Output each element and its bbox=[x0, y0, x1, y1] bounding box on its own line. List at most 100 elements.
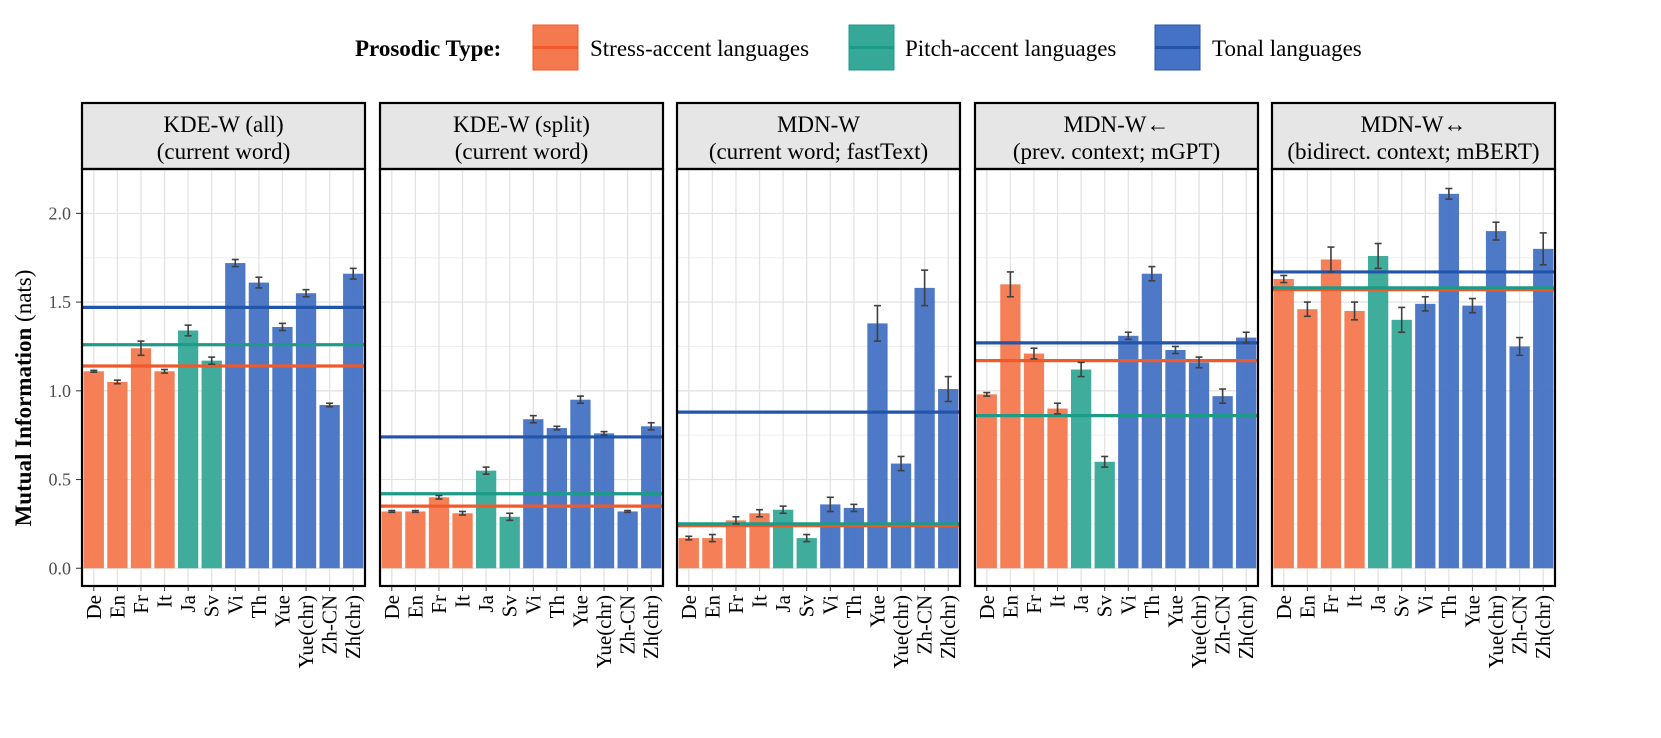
bar-yue bbox=[867, 323, 888, 569]
x-tick-label: Yue(chr) bbox=[889, 595, 913, 668]
x-tick-label: De bbox=[82, 595, 106, 620]
error-bar bbox=[576, 395, 584, 405]
error-bar bbox=[90, 369, 98, 373]
panel-border bbox=[80, 167, 367, 588]
error-bar bbox=[850, 503, 858, 513]
error-bar bbox=[1054, 402, 1062, 415]
x-tick-label: Zh(chr) bbox=[1531, 595, 1555, 659]
y-tick-label: 0.0 bbox=[49, 558, 72, 578]
error-bar bbox=[231, 258, 239, 268]
error-bar bbox=[255, 276, 263, 289]
bar-ja bbox=[1070, 369, 1092, 569]
bar-zh-cn bbox=[617, 511, 638, 569]
error-bar bbox=[529, 414, 537, 424]
x-tick-label: Sv bbox=[200, 595, 224, 618]
x-tick-label: Th bbox=[247, 595, 271, 619]
legend-label-tonal: Tonal languages bbox=[1212, 36, 1362, 61]
bar-vi bbox=[225, 263, 246, 569]
x-tick-label: Yue bbox=[1163, 595, 1187, 628]
error-bar bbox=[208, 356, 216, 365]
bar-fr bbox=[130, 348, 152, 569]
x-tick-label: En bbox=[1295, 595, 1319, 619]
x-tick-label: En bbox=[105, 595, 129, 619]
error-bar bbox=[1516, 336, 1524, 357]
bar-th bbox=[546, 428, 568, 569]
bar-en bbox=[107, 381, 128, 569]
bar-zh-cn bbox=[914, 287, 935, 569]
error-bar bbox=[302, 288, 310, 298]
x-tick-label: Fr bbox=[427, 595, 451, 614]
bar-it bbox=[452, 513, 473, 569]
error-bar bbox=[553, 425, 561, 431]
error-bar bbox=[1195, 356, 1203, 369]
error-bar bbox=[161, 368, 169, 374]
bar-yue-chr- bbox=[295, 293, 317, 569]
error-bar bbox=[732, 515, 740, 525]
x-tick-label: Yue(chr) bbox=[1187, 595, 1211, 668]
panel-title-line2: (prev. context; mGPT) bbox=[1013, 139, 1220, 164]
bar-ja bbox=[177, 330, 199, 569]
panel-title-line2: (bidirect. context; mBERT) bbox=[1287, 139, 1539, 164]
error-bar bbox=[1351, 301, 1359, 321]
bar-en bbox=[1000, 284, 1021, 569]
legend-title: Prosodic Type: bbox=[355, 36, 501, 61]
error-bar bbox=[1171, 345, 1179, 355]
bar-vi bbox=[820, 504, 841, 569]
x-tick-label: Zh-CN bbox=[318, 595, 342, 655]
x-tick-label: Yue bbox=[1460, 595, 1484, 628]
error-bar bbox=[756, 508, 764, 518]
error-bar bbox=[600, 430, 608, 436]
x-tick-label: Vi bbox=[521, 595, 545, 615]
error-bar bbox=[1468, 297, 1476, 314]
bar-vi bbox=[1118, 335, 1139, 569]
x-tick-label: It bbox=[1343, 595, 1367, 608]
x-tick-label: Th bbox=[1140, 595, 1164, 619]
error-bar bbox=[624, 509, 632, 514]
error-bar bbox=[184, 324, 192, 337]
bar-zh-cn bbox=[1212, 396, 1233, 569]
x-tick-label: Fr bbox=[724, 595, 748, 614]
bar-th bbox=[843, 507, 865, 569]
bar-sv bbox=[1391, 319, 1412, 569]
panel-border bbox=[1270, 167, 1557, 588]
x-tick-label: Zh(chr) bbox=[1234, 595, 1258, 659]
x-tick-label: Ja bbox=[1069, 594, 1093, 612]
x-tick-label: Zh-CN bbox=[913, 595, 937, 655]
x-tick-label: Sv bbox=[1390, 595, 1414, 618]
y-tick-label: 0.5 bbox=[49, 470, 72, 490]
error-bar bbox=[1492, 221, 1500, 241]
panel-strip bbox=[378, 101, 665, 171]
error-bar bbox=[873, 304, 881, 342]
y-axis-title-unit: (nats) bbox=[11, 270, 36, 328]
error-bar bbox=[388, 509, 396, 514]
x-tick-label: Fr bbox=[1319, 595, 1343, 614]
legend: Prosodic Type: Stress-accent languages P… bbox=[355, 24, 1362, 71]
bar-it bbox=[154, 371, 175, 569]
error-bar bbox=[897, 455, 905, 472]
x-tick-label: Th bbox=[545, 595, 569, 619]
x-tick-label: It bbox=[748, 595, 772, 608]
panel-border bbox=[378, 167, 665, 588]
bar-de bbox=[83, 371, 104, 569]
bar-th bbox=[248, 282, 270, 569]
bar-zh-chr- bbox=[343, 273, 364, 569]
bar-zh-chr- bbox=[938, 389, 959, 569]
error-bar bbox=[779, 505, 787, 515]
bar-yue-chr- bbox=[1188, 362, 1210, 569]
bar-th bbox=[1141, 273, 1163, 569]
error-bar bbox=[803, 533, 811, 543]
x-tick-label: De bbox=[380, 595, 404, 620]
x-tick-label: De bbox=[975, 595, 999, 620]
bar-sv bbox=[499, 516, 520, 569]
bar-en bbox=[1297, 309, 1318, 569]
panel-title-line2: (current word) bbox=[157, 139, 290, 164]
error-bar bbox=[1242, 331, 1250, 344]
x-tick-label: Zh(chr) bbox=[639, 595, 663, 659]
x-tick-label: Yue(chr) bbox=[592, 595, 616, 668]
bar-vi bbox=[1415, 303, 1436, 569]
error-bar bbox=[708, 533, 716, 543]
x-tick-label: Vi bbox=[1413, 595, 1437, 615]
bar-ja bbox=[772, 509, 794, 569]
